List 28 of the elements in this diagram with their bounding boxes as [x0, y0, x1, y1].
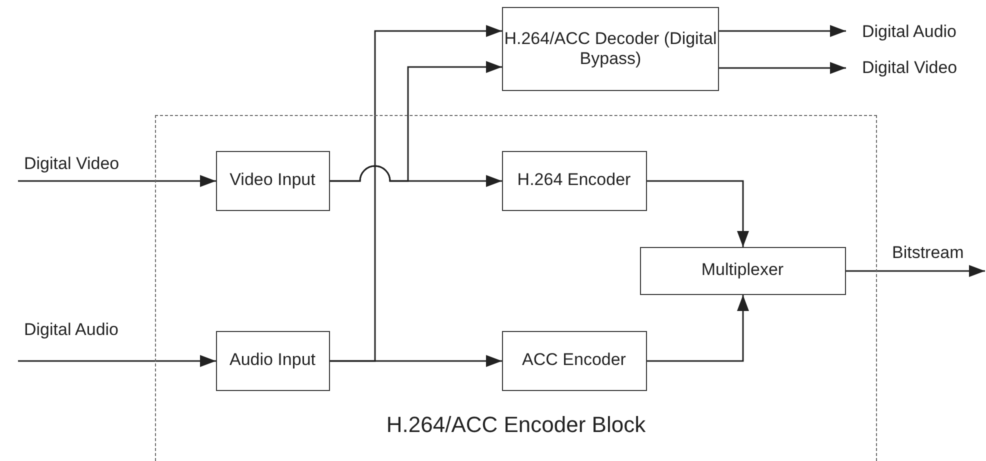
signal-text: Digital Audio: [24, 320, 119, 340]
block-title: H.264/ACC Encoder Block: [385, 412, 647, 438]
signal-text: Digital Audio: [862, 22, 957, 42]
encoder-block-boundary: [155, 115, 877, 461]
process-box: [502, 7, 719, 91]
process-box: [216, 150, 330, 210]
signal-text: Bitstream: [892, 243, 964, 263]
box-label: Video Input: [230, 170, 316, 191]
box-label: H.264 Encoder: [517, 170, 631, 191]
arrow: [719, 62, 846, 74]
box-label: Audio Input: [229, 350, 316, 371]
signal-text: Digital Video: [862, 58, 958, 78]
arrow: [18, 175, 216, 187]
process-box: [502, 330, 646, 390]
process-box: [216, 330, 330, 390]
signal-text: Digital Video: [24, 154, 120, 174]
arrow: [846, 265, 985, 277]
arrow: [330, 25, 502, 362]
box-label: ACC Encoder: [522, 350, 626, 371]
process-box: [502, 150, 646, 210]
box-label: H.264/ACC Decoder (Digital Bypass): [503, 28, 718, 70]
process-box: [640, 246, 846, 294]
arrow: [647, 180, 749, 247]
box-label: Multiplexer: [701, 260, 784, 281]
arrow: [647, 295, 749, 362]
arrow: [18, 355, 216, 367]
arrow: [330, 61, 502, 182]
arrow: [719, 25, 846, 37]
